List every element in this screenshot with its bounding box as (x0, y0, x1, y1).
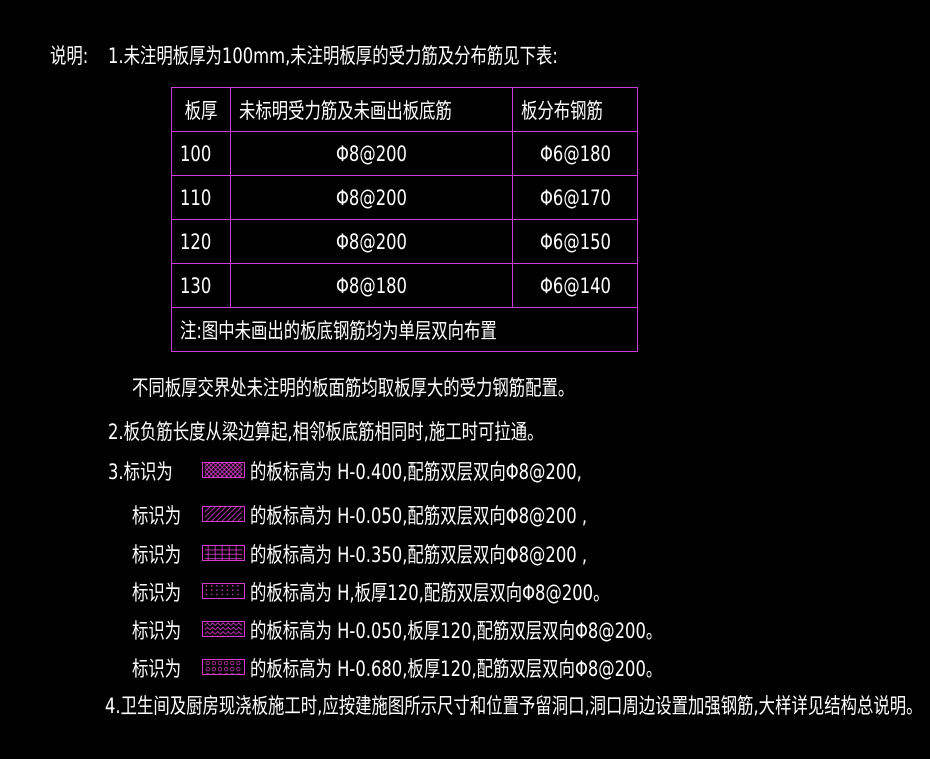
dot-pattern-icon (202, 583, 245, 599)
table-row: 130 Φ8@180 Φ6@140 (170, 263, 638, 308)
legend-text: 的板标高为 H-0.350,配筋双层双向Φ8@200 , (250, 543, 588, 567)
thickness-cell: 130 (170, 263, 232, 308)
legend-prefix: 标识为 (132, 657, 182, 681)
table-footnote: 注:图中未画出的板底钢筋均为单层双向布置 (171, 307, 638, 352)
legend-text: 的板标高为 H-0.050,配筋双层双向Φ8@200 , (250, 504, 588, 528)
note-item-1-continued: 不同板厚交界处未注明的板面筋均取板厚大的受力钢筋配置。 (132, 376, 575, 400)
main-rebar-cell: Φ8@200 (230, 175, 514, 220)
note-item-2: 2.板负筋长度从梁边算起,相邻板底筋相同时,施工时可拉通。 (108, 420, 544, 444)
note-item-1: 1.未注明板厚为100mm,未注明板厚的受力筋及分布筋见下表: (108, 44, 558, 68)
distribution-rebar-cell: Φ6@170 (512, 175, 638, 220)
rebar-spec-table: 板厚 未标明受力筋及未画出板底筋 板分布钢筋 100 Φ8@200 Φ6@180… (170, 87, 638, 352)
distribution-rebar-cell: Φ6@150 (512, 219, 638, 264)
header-cell: 板厚 (170, 87, 232, 132)
thickness-cell: 100 (170, 131, 232, 176)
circle-pattern-icon (202, 659, 245, 675)
diagonal-hatch-pattern-icon (202, 506, 245, 522)
table-row: 110 Φ8@200 Φ6@170 (170, 175, 638, 220)
header-cell: 未标明受力筋及未画出板底筋 (230, 87, 514, 132)
table-row: 120 Φ8@200 Φ6@150 (170, 219, 638, 264)
legend-prefix: 标识为 (132, 581, 182, 605)
header-cell: 板分布钢筋 (512, 87, 638, 132)
legend-text: 的板标高为 H-0.050,板厚120,配筋双层双向Φ8@200。 (250, 619, 663, 643)
notes-label: 说明: (50, 44, 89, 68)
legend-prefix: 标识为 (132, 543, 182, 567)
thickness-cell: 120 (170, 219, 232, 264)
legend-prefix: 标识为 (132, 619, 182, 643)
main-rebar-cell: Φ8@180 (230, 263, 514, 308)
brick-pattern-icon (202, 545, 245, 561)
note-item-3-prefix: 3.标识为 (108, 460, 173, 484)
legend-text: 的板标高为 H,板厚120,配筋双层双向Φ8@200。 (250, 581, 610, 605)
note-item-4: 4.卫生间及厨房现浇板施工时,应按建施图所示尺寸和位置予留洞口,洞口周边设置加强… (105, 694, 923, 718)
distribution-rebar-cell: Φ6@140 (512, 263, 638, 308)
main-rebar-cell: Φ8@200 (230, 219, 514, 264)
table-header-row: 板厚 未标明受力筋及未画出板底筋 板分布钢筋 (170, 87, 638, 132)
crosshatch-pattern-icon (202, 462, 245, 478)
distribution-rebar-cell: Φ6@180 (512, 131, 638, 176)
legend-text: 的板标高为 H-0.680,板厚120,配筋双层双向Φ8@200。 (250, 657, 663, 681)
table-row: 100 Φ8@200 Φ6@180 (170, 131, 638, 176)
thickness-cell: 110 (170, 175, 232, 220)
legend-text: 的板标高为 H-0.400,配筋双层双向Φ8@200, (250, 460, 582, 484)
main-rebar-cell: Φ8@200 (230, 131, 514, 176)
table-footnote-row: 注:图中未画出的板底钢筋均为单层双向布置 (171, 307, 638, 352)
zigzag-pattern-icon (202, 621, 245, 637)
legend-prefix: 标识为 (132, 504, 182, 528)
